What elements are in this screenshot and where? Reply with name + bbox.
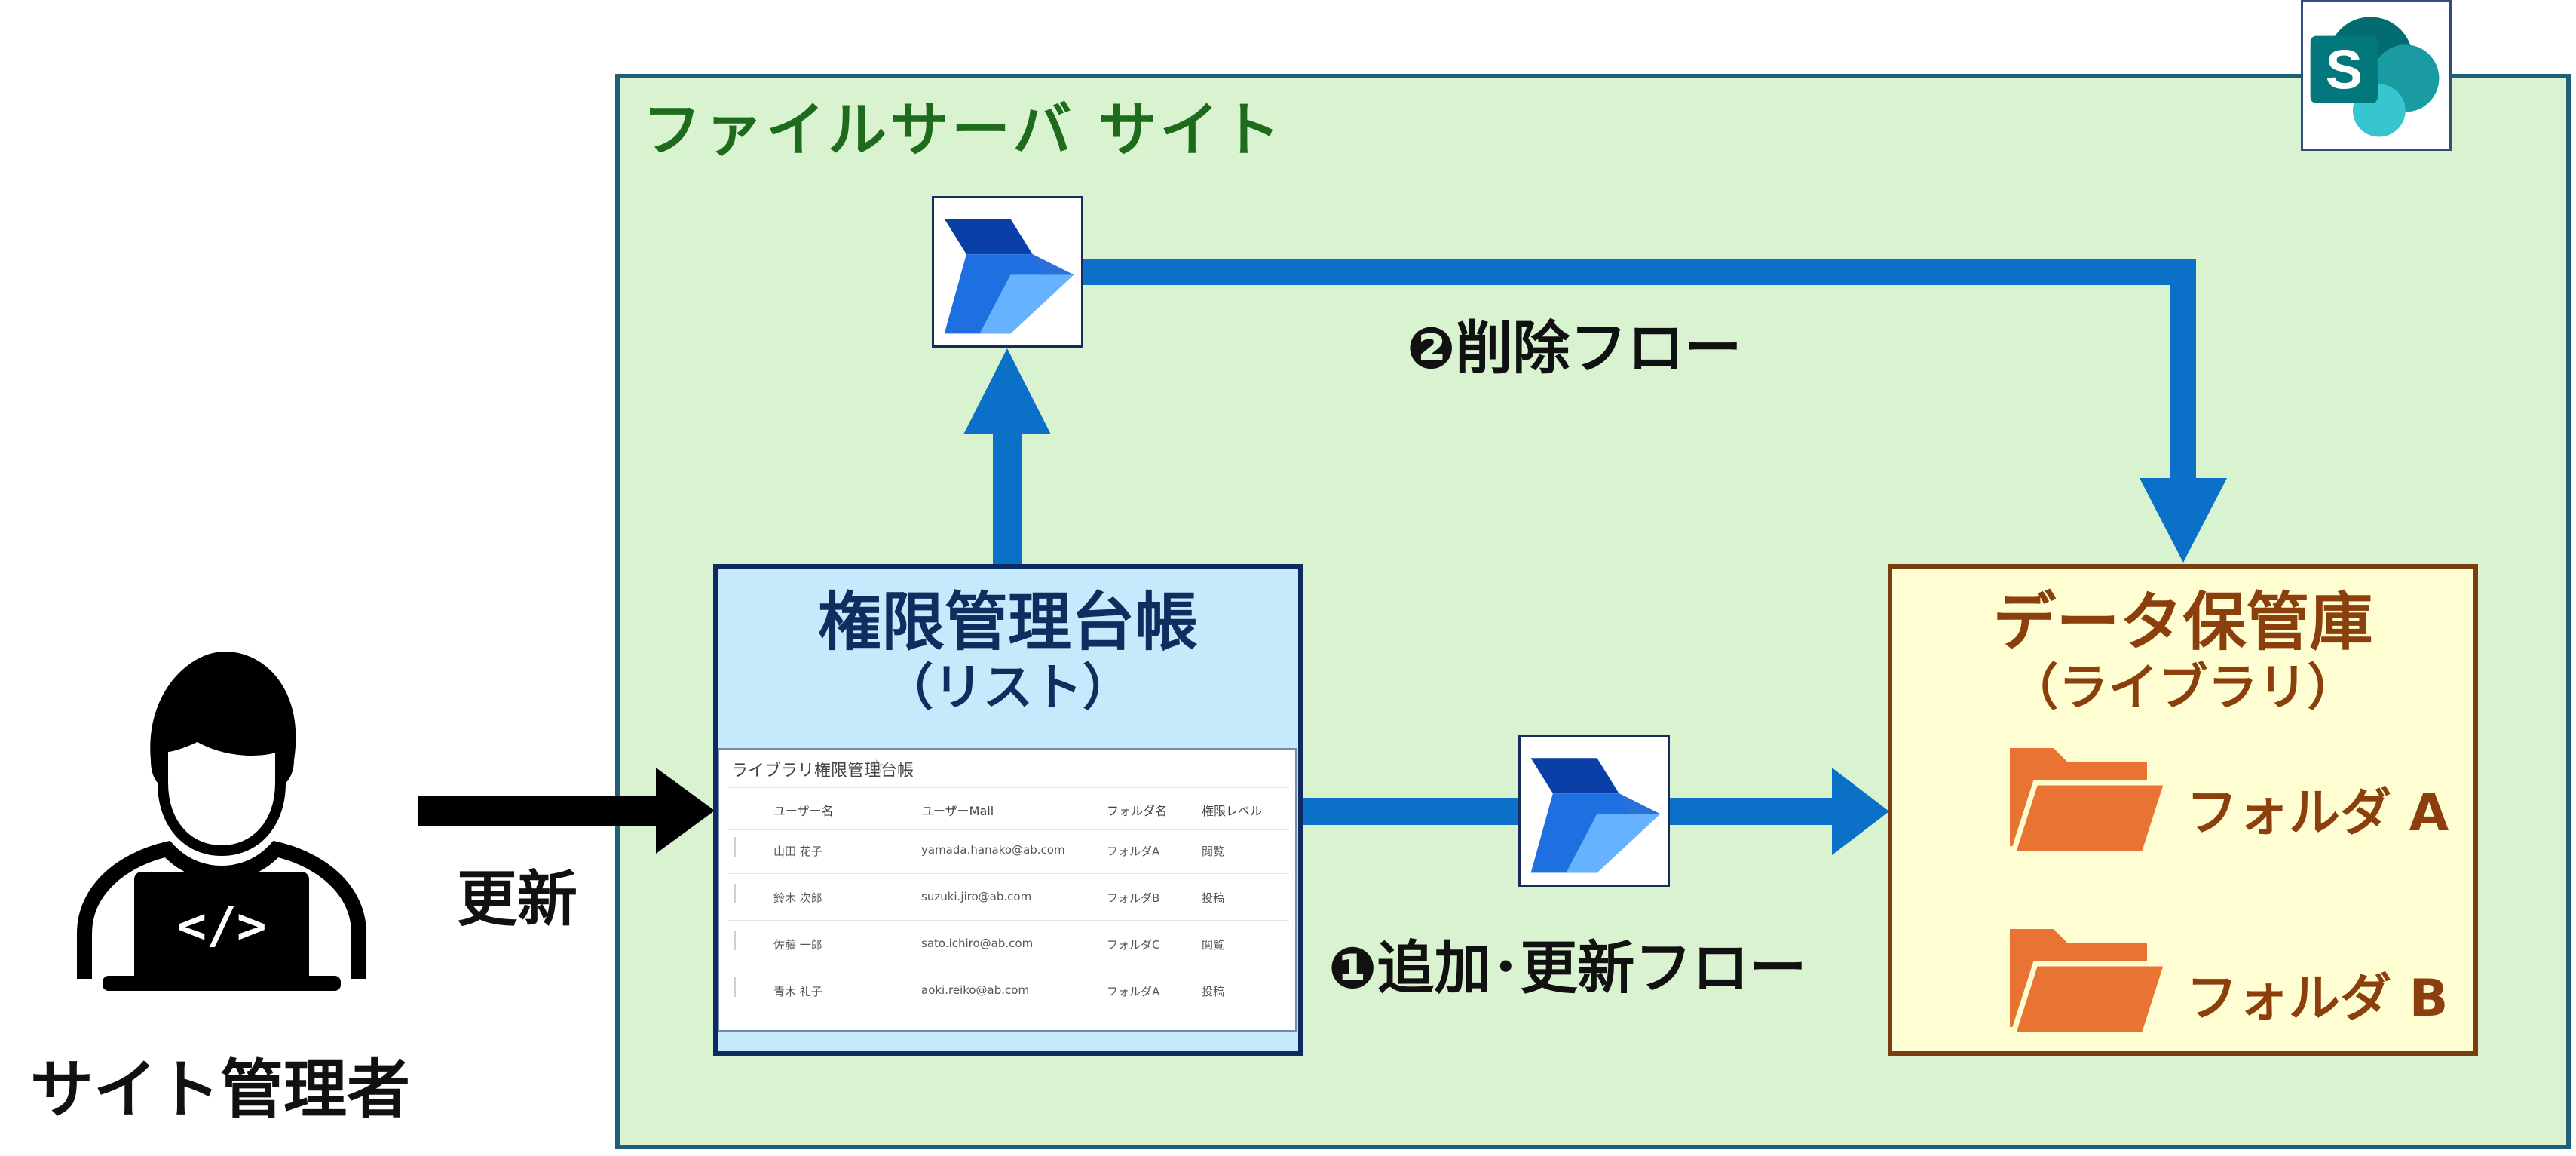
data-storage-box [1888,564,2478,1056]
column-header: ユーザーMail [921,804,994,818]
update-action-label: 更新 [457,864,577,934]
delete-flow-arrowhead [2140,478,2227,563]
folder-b-icon [2009,929,2170,1038]
add-update-flow-node [1518,735,1670,887]
table-cell: 閲覧 [1202,938,1225,952]
column-header: フォルダ名 [1107,804,1168,818]
ledger-subtitle: （リスト） [884,658,1132,716]
table-cell: suzuki.jiro@ab.com [921,890,1032,903]
table-cell: 山田 花子 [773,845,822,858]
table-cell: aoki.reiko@ab.com [921,983,1030,997]
table-title: ライブラリ権限管理台帳 [731,762,914,780]
delete-flow-label: ❷削除フロー [1407,314,1742,382]
table-cell: フォルダA [1107,845,1160,858]
add-flow-line-right [1668,798,1836,825]
add-flow-arrowhead [1832,768,1889,855]
table-cell: 青木 礼子 [773,985,822,998]
ledger-to-flow-arrowhead [963,348,1051,434]
folder-a-icon [2009,748,2170,857]
sharepoint-letter: S [2326,38,2363,100]
column-header: ユーザー名 [773,804,834,818]
delete-flow-node [932,196,1083,348]
table-cell: 投稿 [1202,985,1225,998]
add-flow-line-left [1303,798,1521,825]
sharepoint-logo: S [2301,0,2452,151]
column-header: 権限レベル [1202,804,1263,818]
folder-a-label: フォルダ A [2186,783,2449,843]
storage-title: データ保管庫 [1992,585,2373,659]
svg-text:</>: </> [176,897,266,955]
ledger-to-flow-line [993,422,1022,566]
power-automate-icon [1530,758,1661,873]
power-automate-icon [944,219,1074,334]
add-update-flow-label: ❶追加･更新フロー [1328,934,1807,1001]
sharepoint-icon: S [2310,17,2440,137]
table-cell: フォルダB [1107,891,1160,905]
ledger-table: ライブラリ権限管理台帳 ☆ ユーザー名 ユーザーMail フォルダ名 権限レベル… [718,748,1297,1032]
update-arrow-head [656,768,715,854]
table-cell: sato.ichiro@ab.com [921,937,1034,950]
site-admin-icon: </> [77,652,366,991]
storage-subtitle: （ライブラリ） [2008,658,2357,716]
ledger-title: 権限管理台帳 [817,585,1198,659]
folder-b-label: フォルダ B [2186,969,2449,1029]
table-cell: 鈴木 次郎 [773,891,822,905]
table-cell: yamada.hanako@ab.com [921,843,1065,857]
favorite-star-icon: ☆ [868,756,885,777]
table-cell: フォルダA [1107,985,1160,998]
update-arrow-line [418,796,666,826]
delete-flow-line [1083,259,2196,490]
table-cell: フォルダC [1107,938,1160,952]
site-title: ファイルサーバ サイト [642,97,1284,164]
table-cell: 投稿 [1202,891,1225,905]
table-cell: 佐藤 一郎 [773,938,822,952]
site-admin-label: サイト管理者 [30,1053,411,1127]
table-cell: 閲覧 [1202,845,1225,858]
